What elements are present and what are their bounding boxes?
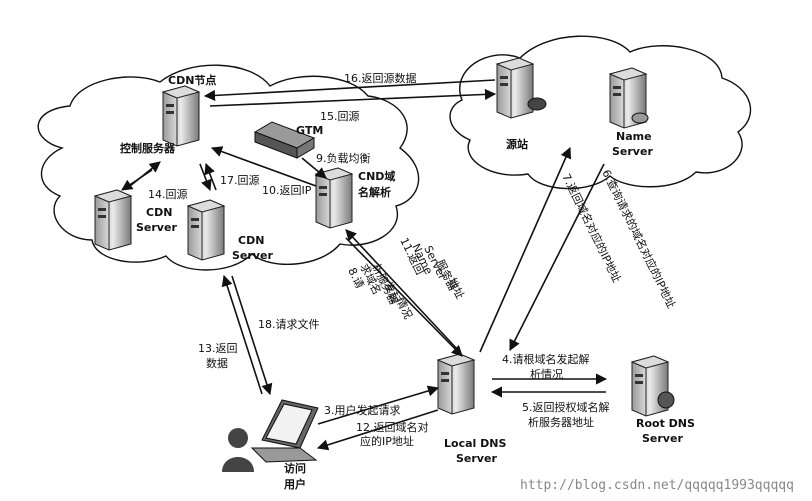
arrow-18 xyxy=(231,275,273,396)
step-16-label: 16.返回源数据 xyxy=(344,71,417,85)
step-13-label-2: 数据 xyxy=(206,356,228,370)
database-icon xyxy=(527,97,547,111)
control-server-icon xyxy=(162,85,200,147)
cdn-server-mid-label-1: CDN xyxy=(238,234,264,247)
local-dns-server-icon xyxy=(437,353,475,415)
origin-label: 源站 xyxy=(506,137,528,151)
cdn-dns-server-icon xyxy=(315,167,353,229)
name-server-label-2: Server xyxy=(612,145,653,158)
arrow-16 xyxy=(203,79,496,102)
step-3-label: 3.用户发起请求 xyxy=(324,403,401,417)
root-dns-label-2: Server xyxy=(642,432,683,445)
name-server-label-1: Name xyxy=(616,130,652,143)
step-4-label-1: 4.请根域名发起解 xyxy=(502,352,590,366)
user-icon xyxy=(222,428,254,472)
cdn-server-left-label-1: CDN xyxy=(146,206,172,219)
step-9-label: 9.负载均衡 xyxy=(316,151,371,165)
step-13-label-1: 13.返回 xyxy=(198,342,238,355)
watermark: http://blog.csdn.net/qqqqq1993qqqqq xyxy=(520,478,794,493)
arrow-17a xyxy=(199,163,212,192)
cdn-dns-label-2: 名解析 xyxy=(358,185,391,199)
gtm-label: GTM xyxy=(296,124,323,137)
step-4-label-2: 析情况 xyxy=(530,367,563,381)
cdn-server-left-icon xyxy=(94,189,132,251)
step-14-label: 14.回源 xyxy=(148,187,188,201)
arrow-6 xyxy=(509,163,605,351)
step-6-label: 6.查询请求的域名对应的IP地址 xyxy=(599,167,678,310)
cdn-server-mid-icon xyxy=(187,199,225,261)
origin-cloud xyxy=(449,35,752,190)
arrow-12 xyxy=(316,409,439,451)
step-5-label-2: 析服务器地址 xyxy=(528,415,594,429)
arrow-14b xyxy=(121,169,153,191)
arrow-9 xyxy=(301,157,327,179)
arrow-17b xyxy=(204,162,217,191)
root-dns-label-1: Root DNS xyxy=(636,417,695,430)
step-17-label: 17.回源 xyxy=(220,173,260,187)
arrow-7 xyxy=(479,146,572,353)
cdn-node-title: CDN节点 xyxy=(168,73,216,87)
local-dns-label-1: Local DNS xyxy=(444,437,506,450)
database-icon-name-server xyxy=(631,112,649,124)
user-label-1: 访问 xyxy=(284,461,306,475)
cdn-server-mid-label-2: Server xyxy=(232,249,273,262)
step-12-label-1: 12.返回域名对 xyxy=(356,420,429,434)
step-18-label: 18.请求文件 xyxy=(258,317,320,331)
step-15-label: 15.回源 xyxy=(320,109,360,123)
step-10-label: 10.返回IP xyxy=(262,184,312,197)
arrow-11 xyxy=(345,237,463,357)
arrow-13 xyxy=(221,274,263,395)
arrow-3 xyxy=(317,385,440,425)
arrow-15 xyxy=(209,88,497,107)
cdn-server-left-label-2: Server xyxy=(136,221,177,234)
step-12-label-2: 应的IP地址 xyxy=(360,434,414,448)
step-11-label-5: 地址 xyxy=(445,275,467,301)
origin-server-icon xyxy=(496,57,534,119)
step-5-label-1: 5.返回授权域名解 xyxy=(522,400,610,414)
local-dns-label-2: Server xyxy=(456,452,497,465)
laptop-icon xyxy=(250,399,319,463)
cdn-dns-label-1: CND域 xyxy=(358,169,395,183)
globe-icon xyxy=(657,391,675,409)
arrow-8 xyxy=(345,229,459,351)
control-server-label: 控制服务器 xyxy=(120,141,176,155)
gtm-switch-icon xyxy=(253,121,316,159)
arrow-10 xyxy=(210,146,317,187)
user-label-2: 用户 xyxy=(284,477,306,491)
